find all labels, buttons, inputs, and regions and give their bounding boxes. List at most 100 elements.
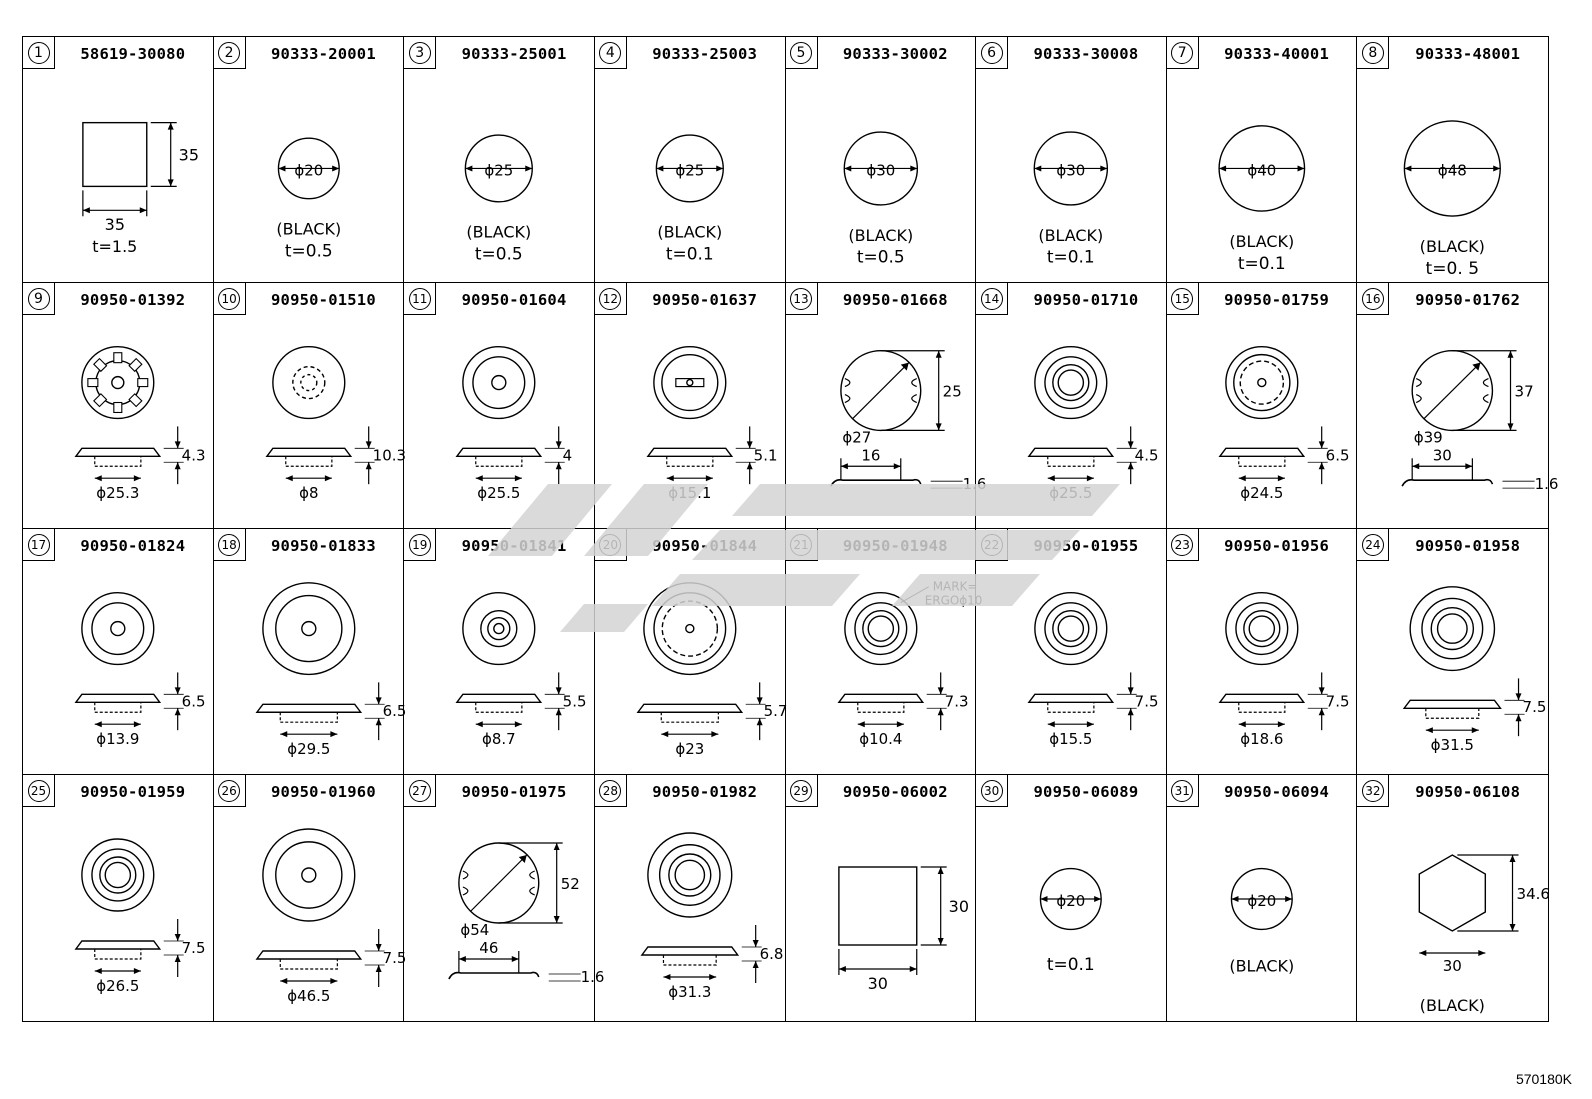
dimension-label: ϕ8.7 [482, 730, 516, 748]
item-number: 31 [1171, 779, 1194, 802]
part-number[interactable]: 90950-01710 [1033, 291, 1139, 309]
part-number[interactable]: 90950-01824 [80, 537, 186, 555]
item-number: 18 [218, 533, 241, 556]
part-number[interactable]: 58619-30080 [80, 45, 186, 63]
plug-outline [462, 346, 536, 420]
item-number-box: 5 [785, 37, 818, 69]
dimension-label: ϕ27 [842, 428, 871, 446]
dimension-label: ϕ54 [461, 921, 490, 939]
item-number-box: 26 [213, 775, 246, 807]
part-illustration: ϕ30(BLACK)t=0.5 [843, 131, 918, 267]
plug-outline [647, 832, 733, 918]
part-number[interactable]: 90950-01833 [271, 537, 376, 555]
part-number[interactable]: 90950-01958 [1415, 537, 1521, 555]
part-number[interactable]: 90950-01975 [461, 783, 567, 801]
dimension-label: ϕ25 [485, 161, 514, 179]
plug-side-profile [74, 447, 162, 457]
color-note: (BLACK) [1229, 232, 1294, 251]
item-number: 24 [1361, 533, 1384, 556]
part-number[interactable]: 90950-01668 [842, 291, 948, 309]
part-number[interactable]: 90333-25001 [461, 45, 567, 63]
color-note: (BLACK) [1420, 996, 1485, 1015]
plug-outline [261, 582, 356, 676]
dimension-label: ϕ30 [1056, 161, 1085, 179]
dimension-label: 25 [942, 383, 961, 401]
part-number[interactable]: 90950-01759 [1224, 291, 1329, 309]
color-note: (BLACK) [276, 220, 341, 239]
plug-outline [1034, 346, 1108, 420]
part-number[interactable]: 90950-06108 [1415, 783, 1521, 801]
plug-side-profile [1218, 693, 1305, 703]
part-number[interactable]: 90333-30002 [842, 45, 948, 63]
part-number[interactable]: 90950-01637 [652, 291, 758, 309]
part-number[interactable]: 90950-01392 [80, 291, 186, 309]
part-number[interactable]: 90950-01510 [271, 291, 376, 309]
dimension-label: 16 [861, 446, 880, 464]
part-number[interactable]: 90333-20001 [271, 45, 376, 63]
part-illustration: ϕ20(BLACK)t=0.5 [276, 137, 341, 260]
item-number: 9 [27, 287, 50, 310]
part-number[interactable]: 90333-48001 [1415, 45, 1521, 63]
plug-side-profile [1218, 447, 1305, 457]
thickness-note: t=0.5 [475, 244, 523, 264]
color-note: (BLACK) [1229, 956, 1294, 975]
item-number-box: 23 [1166, 529, 1199, 561]
item-number: 11 [408, 287, 431, 310]
part-number[interactable]: 90950-01959 [80, 783, 186, 801]
dimension-label: ϕ25.5 [477, 484, 520, 502]
part-number[interactable]: 90950-06002 [842, 783, 948, 801]
plug-side-profile [455, 447, 543, 457]
part-number[interactable]: 90950-01604 [461, 291, 567, 309]
item-number-box: 25 [23, 775, 55, 807]
part-number[interactable]: 90950-01982 [652, 783, 758, 801]
item-number-box: 18 [213, 529, 246, 561]
part-number[interactable]: 90950-06089 [1033, 783, 1139, 801]
item-number-box: 12 [594, 283, 627, 315]
part-number[interactable]: 90950-01956 [1224, 537, 1329, 555]
dimension-label: 6.5 [1325, 446, 1349, 464]
part-illustration: 34.630(BLACK) [1418, 854, 1550, 1015]
part-number[interactable]: 90950-01960 [271, 783, 376, 801]
part-number[interactable]: 90333-30008 [1033, 45, 1139, 63]
dimension-label: ϕ25.5 [1049, 484, 1092, 502]
item-number: 13 [790, 287, 812, 310]
part-illustration: ϕ48(BLACK)t=0. 5 [1404, 120, 1502, 279]
disc-outline [655, 134, 724, 203]
part-number[interactable]: 90333-25003 [652, 45, 758, 63]
part-number[interactable]: 90950-01762 [1415, 291, 1521, 309]
part-drawing: ϕ20(BLACK)t=0.5 [276, 137, 341, 260]
dimension-label: ϕ15.1 [668, 484, 711, 502]
item-number-box: 27 [404, 775, 437, 807]
plug-outline [643, 582, 737, 676]
part-drawing: 10.3ϕ8 [265, 346, 406, 502]
thickness-note: t=0.5 [856, 247, 904, 267]
dimension-label: 5.5 [563, 692, 587, 710]
part-number[interactable]: 90950-06094 [1224, 783, 1329, 801]
part-number[interactable]: 90333-40001 [1224, 45, 1329, 63]
mark-note: ERGOϕ10 [924, 594, 982, 608]
plug-outline [1224, 346, 1299, 420]
item-number-box: 1 [23, 37, 55, 69]
